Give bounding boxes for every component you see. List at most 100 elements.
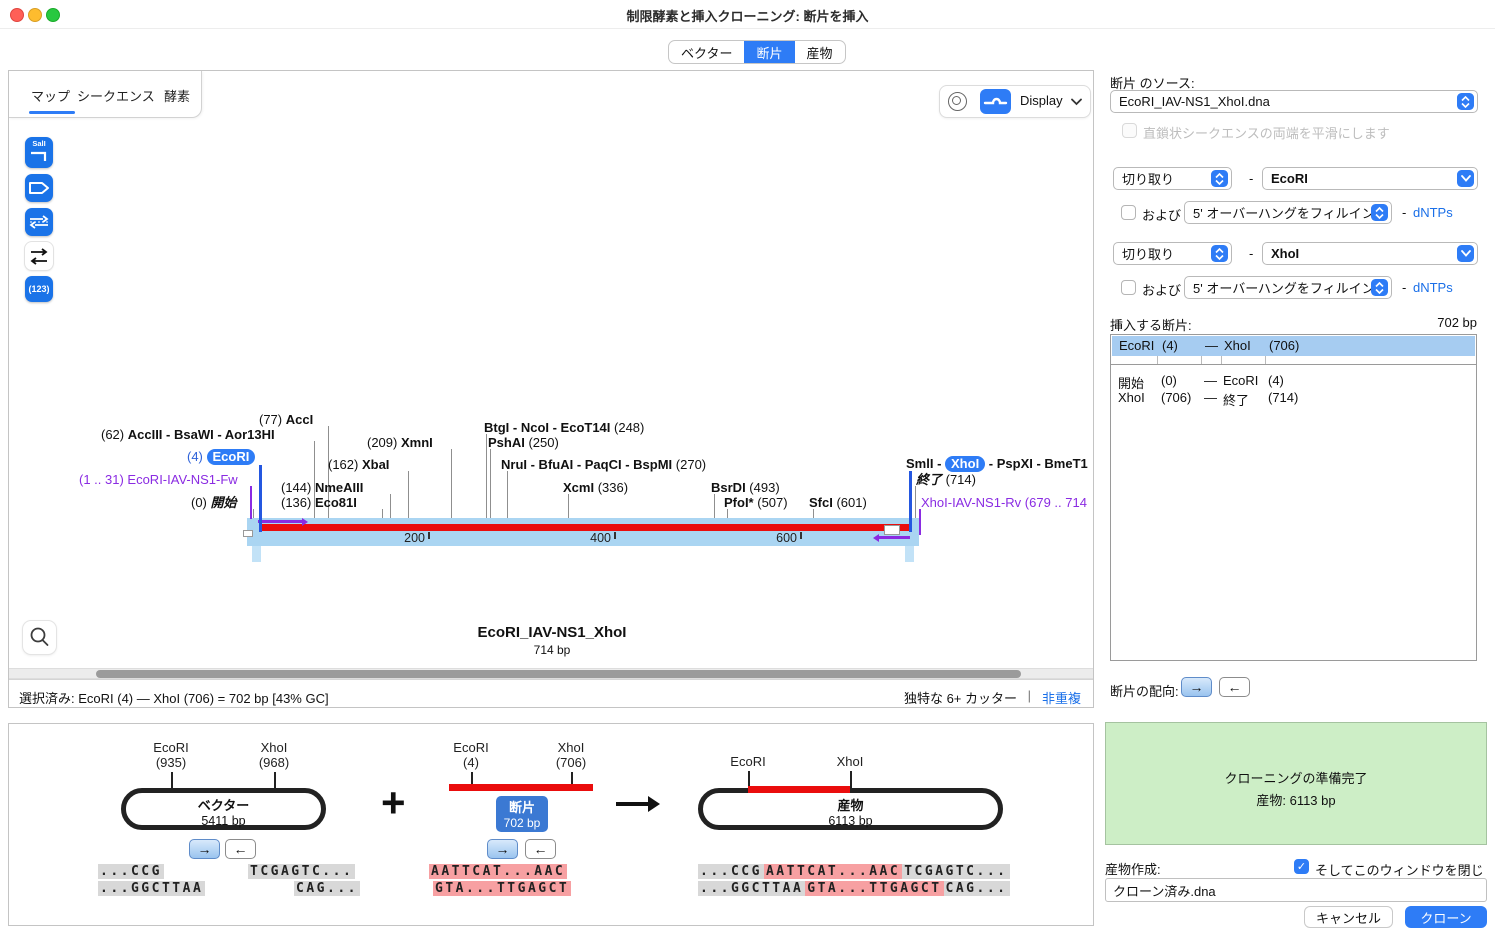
clone-button[interactable]: クローン xyxy=(1405,906,1487,928)
selection-handle-left[interactable] xyxy=(243,530,253,537)
tab-vector[interactable]: ベクター xyxy=(681,45,733,61)
label-text: (714) xyxy=(942,472,976,487)
sequence-segment: CAG... xyxy=(943,881,1010,896)
insert-fragment-label: 挿入する断片: xyxy=(1110,318,1192,333)
stepper-icon xyxy=(1211,245,1228,262)
cut-site-line xyxy=(909,471,912,532)
double-strand-arrows-icon xyxy=(30,248,48,265)
fragment-site2-label: XhoI(706) xyxy=(555,740,587,770)
and-fill-checkbox-1[interactable] xyxy=(1121,205,1136,220)
nonredundant-link[interactable]: 非重複 xyxy=(1041,691,1081,706)
label-text: (601) xyxy=(832,495,867,510)
vector-orientation-forward-button[interactable]: → xyxy=(189,839,220,859)
map-tick-label: 600 xyxy=(776,531,797,545)
vector-seq-bottom-right: CAG... xyxy=(248,880,360,897)
label-text: (250) xyxy=(524,435,559,450)
label-text: PshAI xyxy=(488,435,525,450)
fragment-list-body: 開始(0)—EcoRI(4)XhoI(706)—終了(714) xyxy=(1111,364,1476,660)
cut-site-line xyxy=(451,449,452,518)
enzyme-select-2[interactable]: XhoI xyxy=(1262,242,1478,265)
and-fill-checkbox-2[interactable] xyxy=(1121,280,1136,295)
fill-option-select-2[interactable]: 5' オーバーハングをフィルイン xyxy=(1184,276,1392,299)
tab-enzymes[interactable]: 酵素 xyxy=(164,89,191,104)
fragment-cell: (4) xyxy=(1268,373,1284,388)
zoom-window-button[interactable] xyxy=(46,8,60,22)
orientation-label: 断片の配向: xyxy=(1110,684,1179,699)
blunt-ends-checkbox[interactable] xyxy=(1122,123,1137,138)
fill-option-select-1[interactable]: 5' オーバーハングをフィルイン xyxy=(1184,201,1392,224)
connector-line xyxy=(471,772,473,784)
fragment-list[interactable]: EcoRI(4)—XhoI(706) 開始(0)—EcoRI(4)XhoI(70… xyxy=(1110,334,1477,661)
tab-sequence[interactable]: シークエンス xyxy=(77,89,155,104)
linear-view-icon[interactable] xyxy=(980,89,1011,114)
fragment-cell: EcoRI xyxy=(1223,373,1259,388)
close-window-checkbox[interactable]: ✓ xyxy=(1294,859,1309,874)
vector-orientation-reverse-button[interactable]: ← xyxy=(225,839,256,859)
sequence-band[interactable] xyxy=(247,518,919,546)
numbering-button-label: (123) xyxy=(28,284,50,294)
fragment-cell: (706) xyxy=(1269,338,1300,353)
circular-view-icon[interactable] xyxy=(948,92,967,111)
label-text: (4) xyxy=(187,449,207,464)
selected-region-bar[interactable] xyxy=(260,524,910,531)
stepper-icon xyxy=(1457,93,1474,110)
enzymes-toggle-button[interactable]: SalI xyxy=(25,137,53,168)
minimize-window-button[interactable] xyxy=(28,8,42,22)
insert-orientation-reverse-button[interactable]: ← xyxy=(1219,677,1250,697)
sequence-segment: ...GGCTTAA xyxy=(698,881,806,896)
label-text: (1 .. 31) EcoRI-IAV-NS1-Fw xyxy=(79,472,238,487)
strands-toggle-button[interactable] xyxy=(25,242,53,270)
features-toggle-button[interactable] xyxy=(25,174,53,202)
forward-primer-arrow[interactable] xyxy=(258,520,302,523)
cut-site-line xyxy=(408,471,409,518)
fragment-cell: (0) xyxy=(1161,373,1177,388)
enzyme-badge[interactable]: XhoI xyxy=(945,456,986,472)
fill-option-value: 5' オーバーハングをフィルイン xyxy=(1193,281,1371,296)
scrollbar-thumb[interactable] xyxy=(96,670,1021,678)
enzyme-label: (4) EcoRI xyxy=(187,449,256,465)
fragment-orientation-reverse-button[interactable]: ← xyxy=(525,839,556,859)
dntps-link[interactable]: dNTPs xyxy=(1413,280,1453,295)
reverse-primer-arrowhead xyxy=(873,533,879,542)
label-text: (0) xyxy=(191,495,211,510)
vector-seq-bottom-left: ...GGCTTAA xyxy=(98,880,206,897)
horizontal-scrollbar[interactable] xyxy=(9,668,1093,679)
cut-site-line xyxy=(915,486,916,518)
fragment-cell: — xyxy=(1205,338,1218,353)
dntps-link[interactable]: dNTPs xyxy=(1413,205,1453,220)
vector-size: 5411 bp xyxy=(201,814,246,828)
fragment-row-selected[interactable]: EcoRI(4)—XhoI(706) xyxy=(1112,336,1475,356)
reverse-primer-arrow[interactable] xyxy=(879,536,910,539)
tab-map[interactable]: マップ xyxy=(31,89,71,104)
numbering-toggle-button[interactable]: (123) xyxy=(25,276,53,302)
sequence-segment: AATTCAT...AAC xyxy=(763,864,903,879)
cut-action-select-2[interactable]: 切り取り xyxy=(1113,242,1232,265)
selection-handle-right[interactable] xyxy=(884,525,900,535)
close-window-button[interactable] xyxy=(10,8,24,22)
dash-text: - xyxy=(1402,280,1407,295)
stepper-icon xyxy=(1211,170,1228,187)
search-button[interactable] xyxy=(23,621,56,654)
cut-site-icon xyxy=(31,151,47,161)
insert-orientation-forward-button[interactable]: → xyxy=(1181,677,1212,697)
sequence-segment: GTA...TTGAGCT xyxy=(433,881,572,896)
enzyme-badge[interactable]: EcoRI xyxy=(206,449,256,465)
cancel-button[interactable]: キャンセル xyxy=(1304,906,1393,928)
cloning-summary-panel: EcoRI(935) XhoI(968) ベクター 5411 bp → ← ..… xyxy=(8,723,1094,926)
label-text: (248) xyxy=(610,420,645,435)
cut-site-line xyxy=(250,486,252,519)
label-text: AccIII - BsaWI - Aor13HI xyxy=(127,427,275,442)
fragment-cell: 開始 xyxy=(1118,376,1145,391)
primers-toggle-button[interactable] xyxy=(25,208,53,236)
enzyme-label: (144) NmeAIII xyxy=(281,480,363,495)
enzyme-select-1[interactable]: EcoRI xyxy=(1262,167,1478,190)
source-select[interactable]: EcoRI_IAV-NS1_XhoI.dna xyxy=(1110,90,1478,113)
product-filename-input[interactable] xyxy=(1105,878,1487,902)
cut-action-select-1[interactable]: 切り取り xyxy=(1113,167,1232,190)
tab-product[interactable]: 産物 xyxy=(806,45,833,61)
display-button[interactable]: Display xyxy=(1020,93,1063,108)
map-tick-mark xyxy=(614,532,616,539)
selection-status-text: 選択済み: EcoRI (4) — XhoI (706) = 702 bp [4… xyxy=(19,691,329,706)
tab-fragment[interactable]: 断片 xyxy=(744,41,795,63)
fragment-orientation-forward-button[interactable]: → xyxy=(487,839,518,859)
